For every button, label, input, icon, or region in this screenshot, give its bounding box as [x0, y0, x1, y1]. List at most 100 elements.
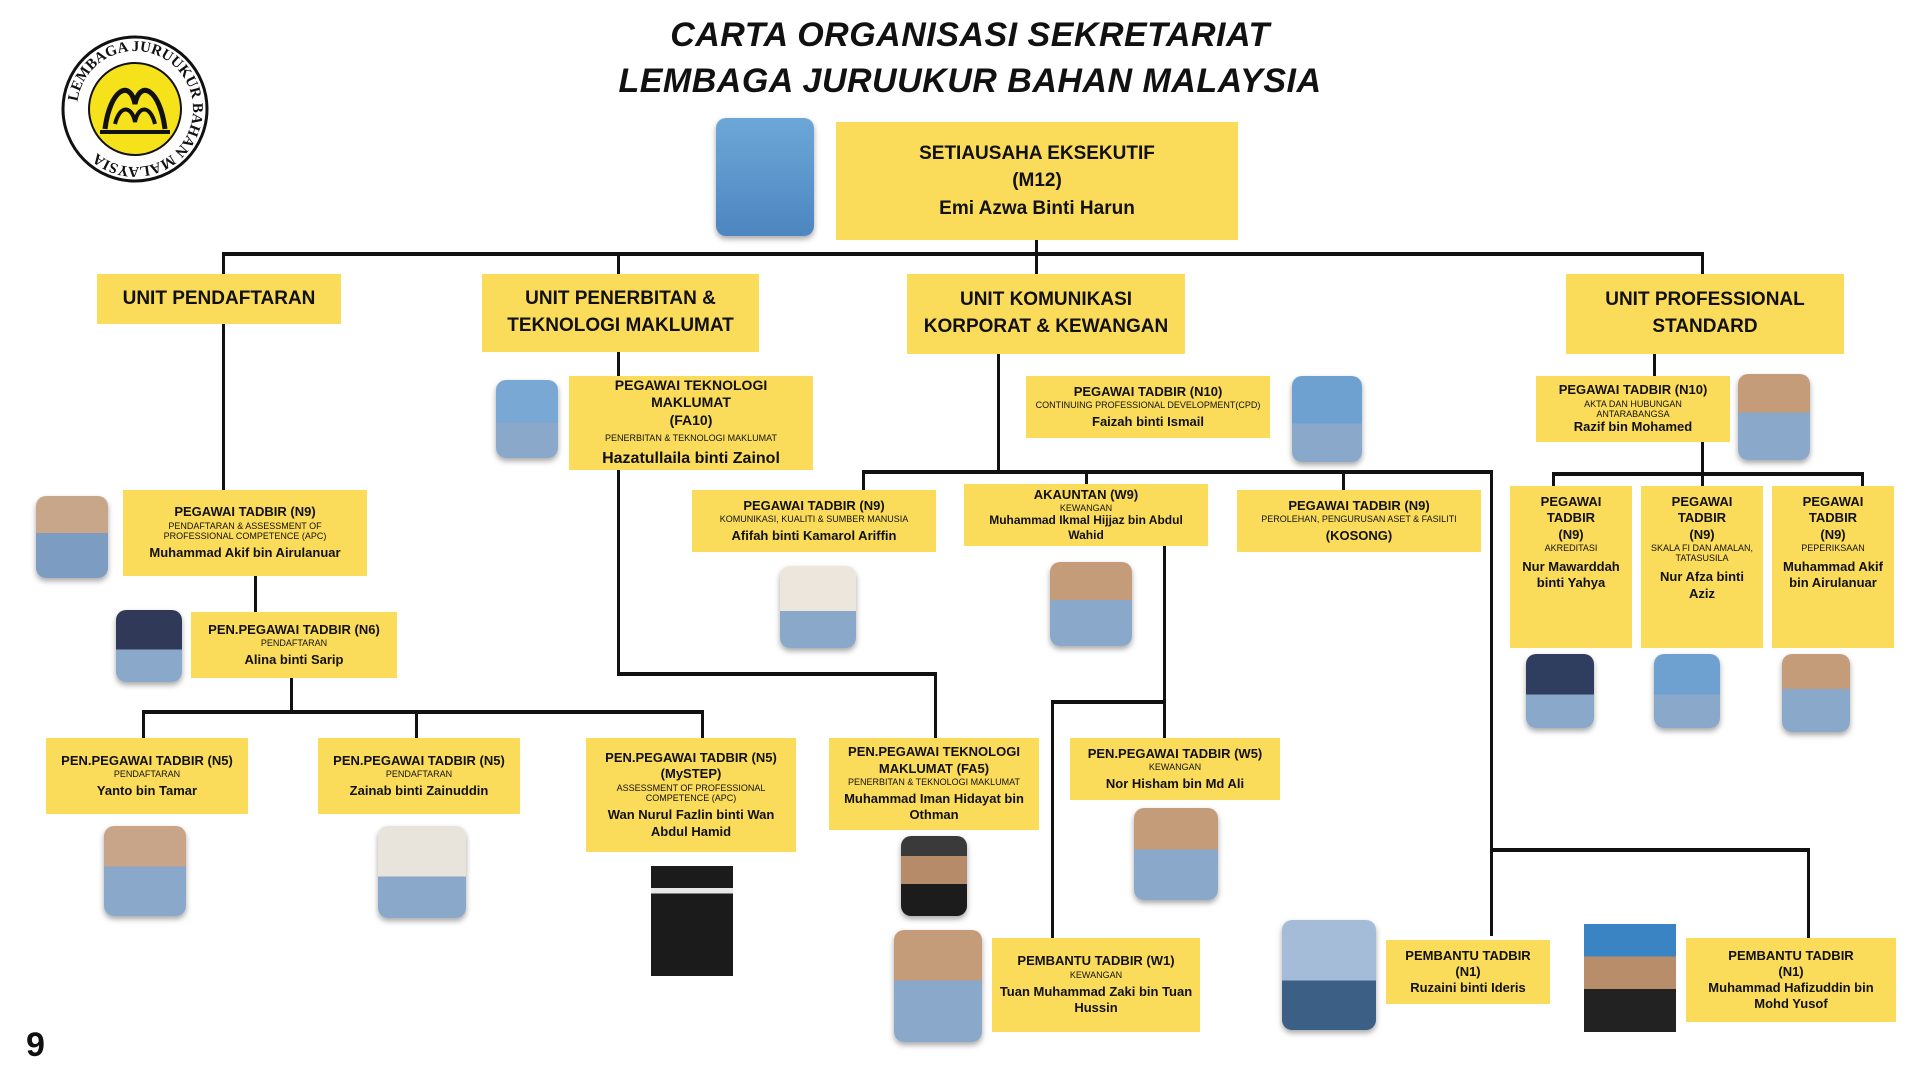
unit-komunikasi-line1: UNIT KOMUNIKASI [960, 287, 1132, 314]
hazatullaila-title2: (FA10) [670, 412, 713, 430]
unit-penerbitan-line2: TEKNOLOGI MAKLUMAT [507, 313, 734, 340]
staff-box-akif-n9: PEGAWAI TADBIR (N9) PENDAFTARAN & ASSESS… [123, 490, 367, 576]
unit-penerbitan: UNIT PENERBITAN & TEKNOLOGI MAKLUMAT [482, 274, 759, 352]
zaki-name: Tuan Muhammad Zaki bin Tuan Hussin [998, 984, 1194, 1017]
staff-box-alina-n6: PEN.PEGAWAI TADBIR (N6) PENDAFTARAN Alin… [191, 612, 397, 678]
faizah-name: Faizah binti Ismail [1092, 414, 1204, 430]
akif2-title: PEGAWAI TADBIR [1778, 494, 1888, 527]
ruzaini-name: Ruzaini binti Ideris [1410, 980, 1526, 996]
yanto-name: Yanto bin Tamar [97, 783, 197, 799]
faizah-title: PEGAWAI TADBIR (N10) [1074, 384, 1223, 400]
photo-ruzaini [1282, 920, 1376, 1030]
photo-akif2 [1782, 654, 1850, 732]
yanto-sub: PENDAFTARAN [114, 769, 180, 779]
unit-professional-line1: UNIT PROFESSIONAL [1605, 287, 1805, 314]
unit-pendaftaran-label: UNIT PENDAFTARAN [123, 286, 316, 313]
iman-title2: MAKLUMAT (FA5) [879, 761, 989, 777]
photo-afza [1654, 654, 1720, 728]
iman-title: PEN.PEGAWAI TEKNOLOGI [848, 744, 1020, 760]
head-box-setiausaha: SETIAUSAHA EKSEKUTIF (M12) Emi Azwa Bint… [836, 122, 1238, 240]
akif-sub: PENDAFTARAN & ASSESSMENT OF PROFESSIONAL… [145, 521, 345, 542]
afifah-title: PEGAWAI TADBIR (N9) [743, 498, 884, 514]
iman-name: Muhammad Iman Hidayat bin Othman [844, 791, 1024, 824]
hazatullaila-title: PEGAWAI TEKNOLOGI MAKLUMAT [575, 377, 807, 412]
photo-faizah [1292, 376, 1362, 462]
photo-wan [651, 866, 733, 976]
chart-title-line2: LEMBAGA JURUUKUR BAHAN MALAYSIA [500, 62, 1440, 101]
staff-box-yanto-n5: PEN.PEGAWAI TADBIR (N5) PENDAFTARAN Yant… [46, 738, 248, 814]
head-name: Emi Azwa Binti Harun [939, 195, 1135, 223]
hisham-title: PEN.PEGAWAI TADBIR (W5) [1088, 746, 1263, 762]
wan-title: PEN.PEGAWAI TADBIR (N5) [605, 750, 777, 766]
staff-box-kosong-n9: PEGAWAI TADBIR (N9) PEROLEHAN, PENGURUSA… [1237, 490, 1481, 552]
ruzaini-title: PEMBANTU TADBIR [1405, 948, 1530, 964]
unit-professional-line2: STANDARD [1652, 314, 1757, 341]
photo-razif [1738, 374, 1810, 460]
yanto-title: PEN.PEGAWAI TADBIR (N5) [61, 753, 233, 769]
faizah-sub: CONTINUING PROFESSIONAL DEVELOPMENT(CPD) [1036, 400, 1261, 410]
hisham-name: Nor Hisham bin Md Ali [1106, 776, 1244, 792]
alina-name: Alina binti Sarip [245, 652, 344, 668]
staff-box-hisham-w5: PEN.PEGAWAI TADBIR (W5) KEWANGAN Nor His… [1070, 738, 1280, 800]
photo-alina [116, 610, 182, 682]
afza-sub: SKALA FI DAN AMALAN, TATASUSILA [1647, 543, 1757, 564]
kosong-sub: PEROLEHAN, PENGURUSAN ASET & FASILITI [1261, 514, 1456, 524]
staff-box-razif-n10: PEGAWAI TADBIR (N10) AKTA DAN HUBUNGAN A… [1536, 376, 1730, 442]
razif-name: Razif bin Mohamed [1574, 419, 1692, 435]
page-number: 9 [26, 1026, 45, 1065]
akif2-name: Muhammad Akif bin Airulanuar [1778, 559, 1888, 592]
photo-afifah [780, 566, 856, 648]
staff-box-ikmal-w9: AKAUNTAN (W9) KEWANGAN Muhammad Ikmal Hi… [964, 484, 1208, 546]
alina-title: PEN.PEGAWAI TADBIR (N6) [208, 622, 380, 638]
photo-mawarddah [1526, 654, 1594, 728]
unit-penerbitan-line1: UNIT PENERBITAN & [525, 286, 716, 313]
kosong-title: PEGAWAI TADBIR (N9) [1288, 498, 1429, 514]
afza-name: Nur Afza binti Aziz [1647, 569, 1757, 602]
kosong-name: (KOSONG) [1326, 528, 1392, 544]
ikmal-name: Muhammad Ikmal Hijjaz bin Abdul Wahid [970, 513, 1202, 543]
staff-box-wan-n5: PEN.PEGAWAI TADBIR (N5) (MySTEP) ASSESSM… [586, 738, 796, 852]
wan-name: Wan Nurul Fazlin binti Wan Abdul Hamid [592, 807, 790, 840]
zainab-title: PEN.PEGAWAI TADBIR (N5) [333, 753, 505, 769]
akif-title: PEGAWAI TADBIR (N9) [174, 504, 315, 520]
photo-yanto [104, 826, 186, 916]
hafizuddin-title: PEMBANTU TADBIR [1728, 948, 1853, 964]
akif2-sub: PEPERIKSAAN [1801, 543, 1865, 553]
staff-box-afza-n9: PEGAWAI TADBIR (N9) SKALA FI DAN AMALAN,… [1641, 486, 1763, 648]
mawarddah-title2: (N9) [1558, 527, 1583, 543]
staff-box-iman-fa5: PEN.PEGAWAI TEKNOLOGI MAKLUMAT (FA5) PEN… [829, 738, 1039, 830]
head-grade: (M12) [1012, 167, 1062, 195]
hazatullaila-sub: PENERBITAN & TEKNOLOGI MAKLUMAT [605, 433, 777, 443]
akif2-title2: (N9) [1820, 527, 1845, 543]
staff-box-ruzaini-n1: PEMBANTU TADBIR (N1) Ruzaini binti Ideri… [1386, 940, 1550, 1004]
ikmal-sub: KEWANGAN [1060, 503, 1112, 513]
hisham-sub: KEWANGAN [1149, 762, 1201, 772]
photo-hazatullaila [496, 380, 558, 458]
staff-box-afifah-n9: PEGAWAI TADBIR (N9) KOMUNIKASI, KUALITI … [692, 490, 936, 552]
zainab-name: Zainab binti Zainuddin [350, 783, 489, 799]
razif-title: PEGAWAI TADBIR (N10) [1559, 382, 1708, 398]
afza-title2: (N9) [1689, 527, 1714, 543]
alina-sub: PENDAFTARAN [261, 638, 327, 648]
photo-hafizuddin [1584, 924, 1676, 1032]
afifah-name: Afifah binti Kamarol Ariffin [732, 528, 897, 544]
wan-title2: (MySTEP) [661, 766, 722, 782]
mawarddah-title: PEGAWAI TADBIR [1516, 494, 1626, 527]
staff-box-zaki-w1: PEMBANTU TADBIR (W1) KEWANGAN Tuan Muham… [992, 938, 1200, 1032]
mawarddah-name: Nur Mawarddah binti Yahya [1516, 559, 1626, 592]
unit-komunikasi: UNIT KOMUNIKASI KORPORAT & KEWANGAN [907, 274, 1185, 354]
photo-zainab [378, 826, 466, 918]
razif-sub: AKTA DAN HUBUNGAN ANTARABANGSA [1558, 399, 1708, 420]
wan-sub: ASSESSMENT OF PROFESSIONAL COMPETENCE (A… [606, 783, 776, 804]
staff-box-akif2-n9: PEGAWAI TADBIR (N9) PEPERIKSAAN Muhammad… [1772, 486, 1894, 648]
photo-zaki [894, 930, 982, 1042]
chart-title-line1: CARTA ORGANISASI SEKRETARIAT [500, 16, 1440, 55]
afifah-sub: KOMUNIKASI, KUALITI & SUMBER MANUSIA [720, 514, 909, 524]
hafizuddin-name: Muhammad Hafizuddin bin Mohd Yusof [1692, 980, 1890, 1013]
photo-iman [901, 836, 967, 916]
unit-professional: UNIT PROFESSIONAL STANDARD [1566, 274, 1844, 354]
staff-box-zainab-n5: PEN.PEGAWAI TADBIR (N5) PENDAFTARAN Zain… [318, 738, 520, 814]
photo-emi-azwa [716, 118, 814, 236]
head-title: SETIAUSAHA EKSEKUTIF [919, 140, 1155, 168]
zainab-sub: PENDAFTARAN [386, 769, 452, 779]
